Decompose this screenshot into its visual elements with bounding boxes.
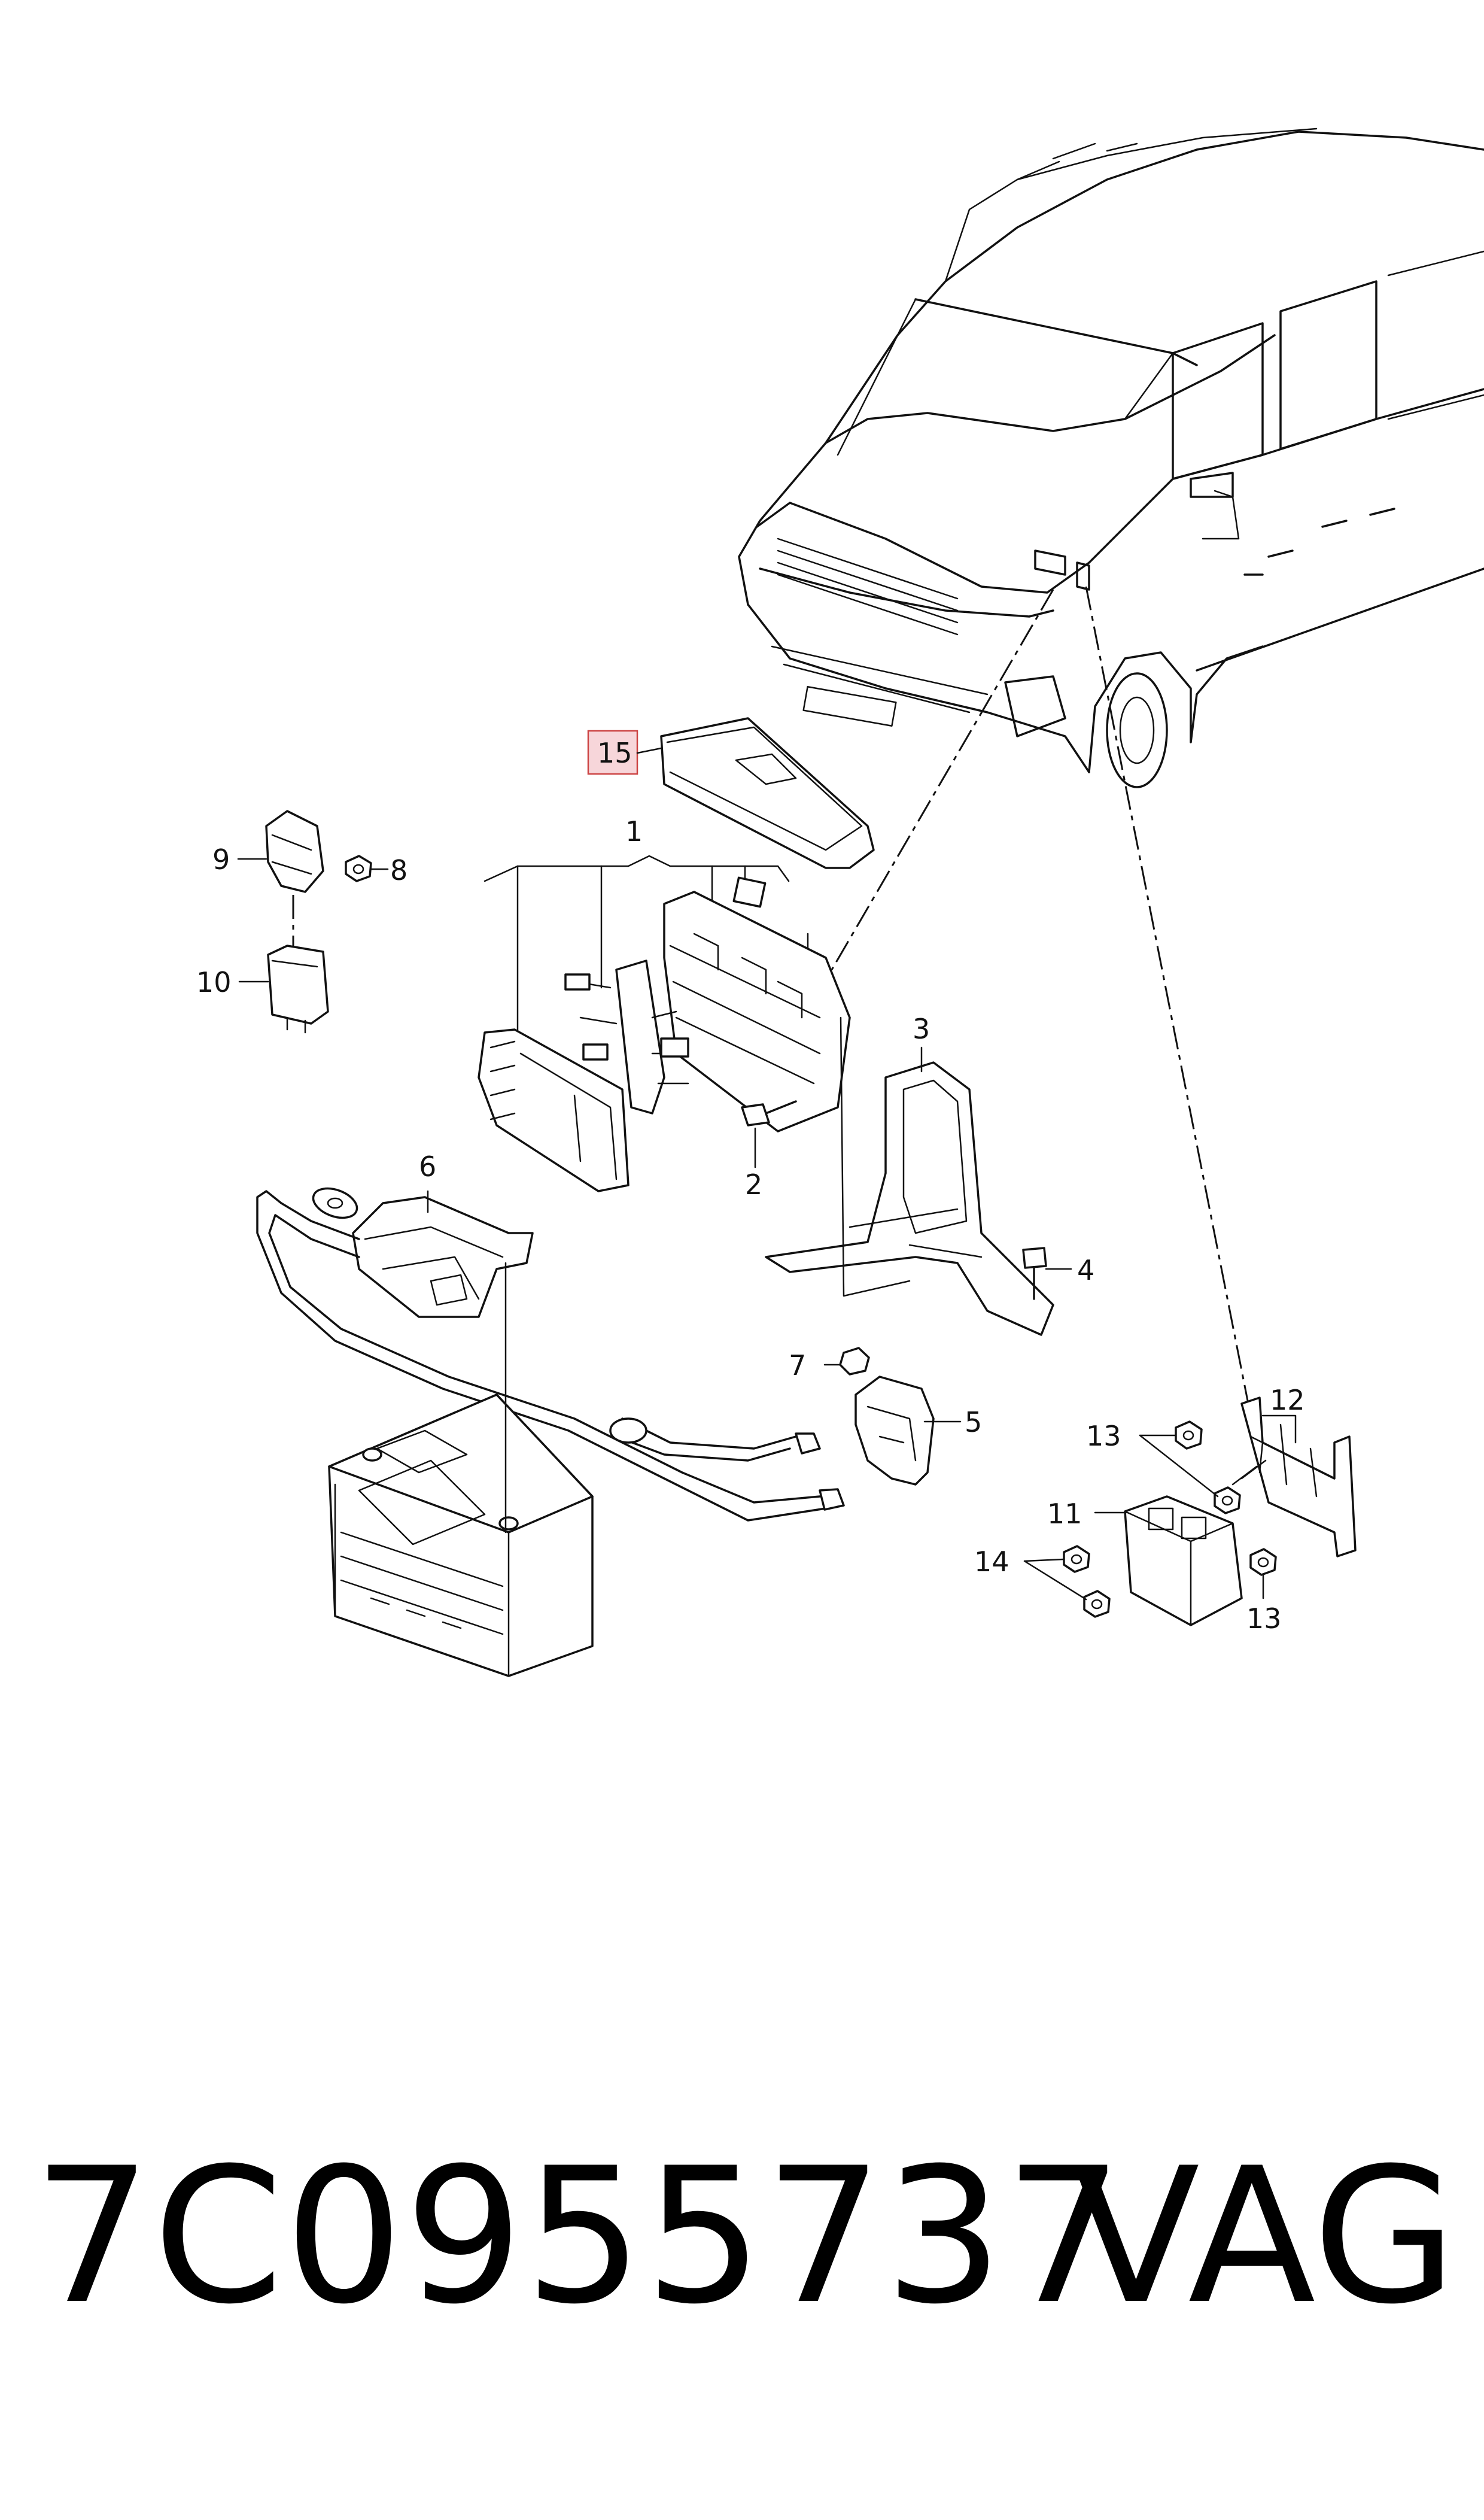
callout-13a: 13 [1086, 1420, 1121, 1452]
leader-line [1085, 586, 1249, 1401]
callout-7: 7 [789, 1349, 806, 1382]
leader-line [1023, 1558, 1087, 1601]
bolt [741, 1100, 797, 1168]
footer: 7C0955737 VAG [33, 2143, 1457, 2394]
mounting-bracket [765, 1061, 1054, 1336]
callout-9: 9 [212, 843, 230, 876]
bolt [1022, 1247, 1072, 1300]
nut-13 [1175, 1420, 1277, 1576]
nut [823, 1347, 870, 1376]
relay-holder [237, 810, 324, 893]
leader-line [831, 589, 1054, 970]
callout-5: 5 [965, 1406, 982, 1438]
fuse-box-assembly [478, 855, 851, 1192]
brand-name: VAG [1072, 2127, 1457, 2345]
callout-1: 1 [625, 815, 643, 848]
relay-bracket [854, 1376, 962, 1486]
callout-6: 6 [419, 1150, 436, 1183]
callout-13b: 13 [1246, 1602, 1282, 1635]
callout-10: 10 [196, 966, 232, 998]
battery [328, 1393, 594, 1677]
leader-line [840, 1016, 923, 1297]
callout-8: 8 [390, 854, 408, 886]
mounting-bracket-right [1240, 1396, 1357, 1557]
battery-cable [256, 1187, 845, 1522]
leader-line [1261, 1414, 1297, 1444]
main-relay [1124, 1495, 1243, 1626]
callout-3: 3 [913, 1013, 930, 1045]
callout-box-15 [587, 730, 638, 775]
nut [345, 855, 389, 882]
callout-11: 11 [1047, 1498, 1082, 1530]
leader-line [636, 747, 662, 754]
relay [238, 945, 329, 1034]
fuse-box-cover [660, 717, 875, 869]
callout-4: 4 [1077, 1254, 1094, 1286]
callout-14: 14 [974, 1546, 1009, 1578]
van-illustration [738, 127, 1484, 788]
callout-2: 2 [745, 1168, 762, 1201]
callout-15: 15 [597, 737, 632, 769]
part-number: 7C0955737 [33, 2127, 1124, 2345]
nut-14 [1063, 1545, 1111, 1618]
callout-12: 12 [1270, 1384, 1305, 1416]
leader-line [1139, 1434, 1219, 1498]
